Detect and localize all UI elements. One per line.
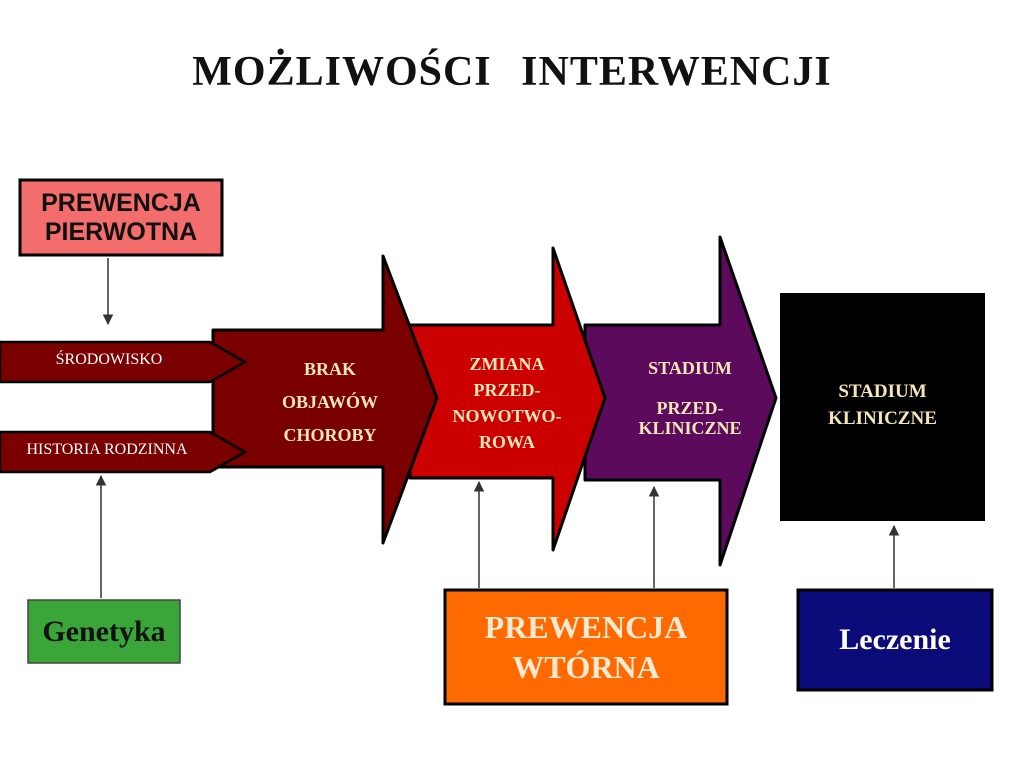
stage-preclinical-label: STADIUM PRZED- KLINICZNE (638, 358, 742, 438)
genetics-box (27, 599, 181, 664)
treatment-box (796, 588, 994, 692)
stage-no-symptoms-label: BRAK OBJAWÓW CHOROBY (281, 359, 378, 445)
family-history-input-arrow (0, 430, 248, 474)
environment-label: ŚRODOWISKO (55, 351, 163, 368)
clinical-stage-label: STADIUM KLINICZNE (828, 381, 937, 429)
environment-input-arrow (0, 340, 248, 384)
clinical-stage-box (780, 293, 985, 521)
genetics-label: Genetyka (42, 614, 166, 648)
stage-arrow-precancerous (408, 246, 607, 552)
secondary-prevention-box (443, 588, 729, 706)
treatment-label: Leczenie (839, 623, 951, 656)
secondary-prevention-label: PREWENCJA WTÓRNA (484, 609, 688, 685)
stage-arrow-preclinical (583, 235, 778, 567)
stage-arrow-no-symptoms (211, 254, 439, 545)
family-history-label: HISTORIA RODZINNA (26, 441, 188, 458)
page-title: MOŻLIWOŚCI INTERWENCJI (192, 49, 832, 95)
stage-precancerous-label: ZMIANA PRZED- NOWOTWO- ROWA (452, 354, 562, 452)
primary-prevention-box (18, 178, 224, 257)
primary-prevention-label: PREWENCJA PIERWOTNA (41, 188, 201, 246)
